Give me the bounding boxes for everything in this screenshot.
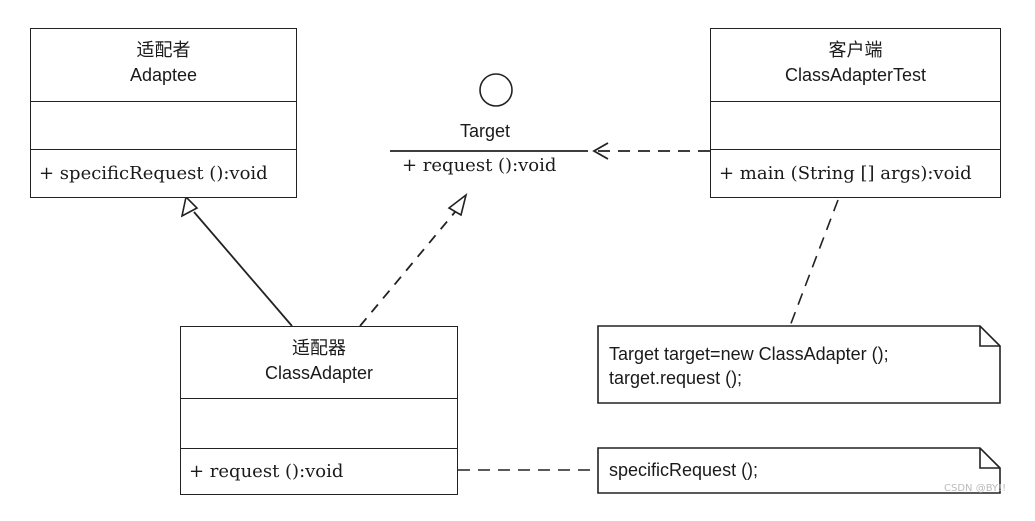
adapter-operations-compartment: + request ():void [181,449,457,493]
dependency-arrowhead [592,142,609,160]
client-class: 客户端 ClassAdapterTest + main (String [] a… [710,28,1001,198]
adapter-title-en: ClassAdapter [264,363,374,383]
adaptee-operations-compartment: + specificRequest ():void [31,150,296,196]
client-title-en: ClassAdapterTest [784,65,927,85]
client-note-fold [979,326,1000,347]
target-interface-operation: + request ():void [402,155,557,176]
adapter-operation: + request ():void [189,460,344,482]
adapter-name-compartment: 适配器 ClassAdapter [181,327,457,399]
realization-line [359,211,456,327]
client-title-zh: 客户端 [828,40,883,61]
adaptee-title-en: Adaptee [129,65,198,85]
client-operation: + main (String [] args):void [719,162,972,184]
adaptee-title-zh: 适配者 [136,40,191,61]
client-attributes-compartment [711,102,1000,150]
generalization-arrowhead [180,195,199,218]
client-note-shape [597,325,1001,404]
client-note-line-2: target.request (); [609,368,743,388]
adapter-note-text: specificRequest (); [609,460,759,480]
adapter-note-fold [979,448,1000,469]
adaptee-class: 适配者 Adaptee + specificRequest ():void [30,28,297,198]
realization-arrowhead [447,192,468,217]
adaptee-name-compartment: 适配者 Adaptee [31,29,296,102]
client-note-connector [789,199,839,327]
client-note-text: Target target=new ClassAdapter (); targe… [609,342,889,390]
interface-lollipop-icon [479,73,513,107]
adapter-note-shape [597,447,1001,494]
adapter-class: 适配器 ClassAdapter + request ():void [180,326,458,495]
adaptee-operation: + specificRequest ():void [39,162,268,184]
adapter-attributes-compartment [181,399,457,449]
adaptee-attributes-compartment [31,102,296,150]
adapter-title-zh: 适配器 [292,338,346,359]
watermark: CSDN @BY!! [944,483,1007,494]
client-name-compartment: 客户端 ClassAdapterTest [711,29,1000,102]
generalization-line [193,211,293,327]
client-operations-compartment: + main (String [] args):void [711,150,1000,196]
target-interface-name: Target [460,121,511,141]
client-note-line-1: Target target=new ClassAdapter (); [609,344,889,364]
